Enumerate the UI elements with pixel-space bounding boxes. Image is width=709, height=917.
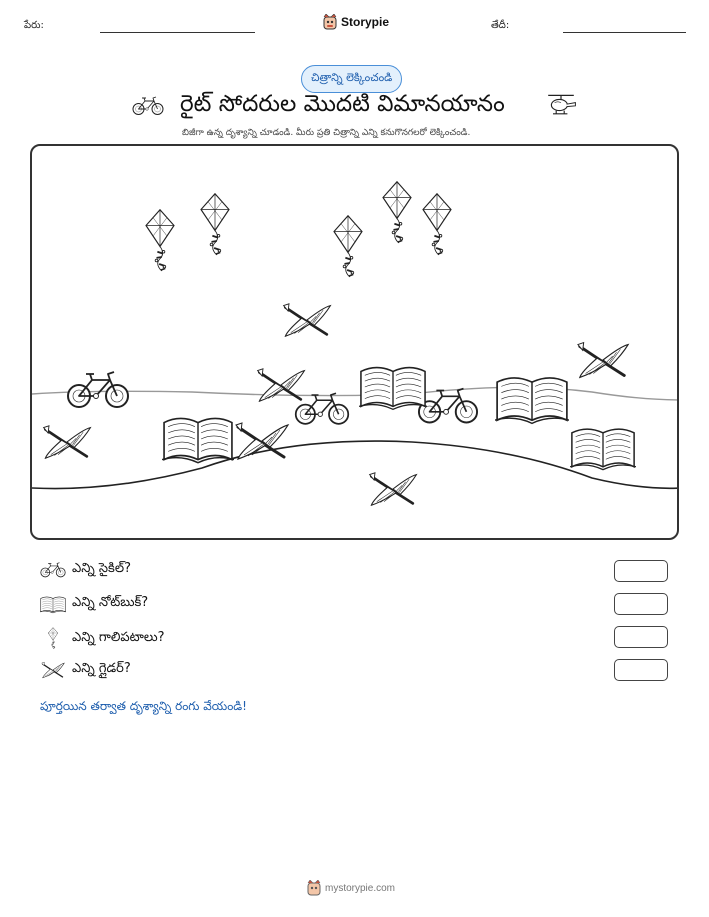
name-line[interactable] (100, 32, 255, 33)
page-title: రైట్ సోదరుల మొదటి విమానయానం (180, 91, 505, 117)
footer: mystorypie.com (307, 880, 395, 896)
helicopter-icon (547, 94, 577, 115)
bicycle (294, 392, 350, 425)
footer-url[interactable]: mystorypie.com (325, 882, 396, 894)
storypie-mascot-icon (307, 880, 321, 896)
kite (382, 180, 412, 244)
glider (282, 302, 332, 338)
bicycle-icon (40, 562, 66, 578)
question-row: ఎన్ని సైకిల్? (40, 561, 131, 579)
question-text: ఎన్ని గాలిపటాలు? (72, 630, 165, 645)
notebook (359, 366, 427, 411)
notebook (495, 377, 569, 425)
answer-box-bicycle[interactable] (614, 560, 668, 582)
kite (145, 208, 175, 272)
question-row: ఎన్ని నోట్‌బుక్? (40, 594, 148, 614)
question-text: ఎన్ని సైకిల్? (72, 561, 131, 576)
name-label: పేరు: (24, 20, 44, 31)
coloring-note: పూర్తయిన తర్వాత దృశ్యాన్ని రంగు వేయండి! (40, 699, 247, 713)
date-label: తేదీ: (491, 20, 510, 31)
kite (333, 214, 363, 278)
bicycle-icon (132, 96, 164, 115)
glider (234, 421, 290, 461)
answer-box-notebook[interactable] (614, 593, 668, 615)
activity-badge: చిత్రాన్ని లెక్కించండి (301, 65, 403, 93)
question-row: ఎన్ని గ్లైడర్? (40, 660, 131, 680)
brand-name: Storypie (341, 15, 390, 29)
glider (41, 424, 93, 460)
notebook (162, 417, 234, 464)
bicycle (66, 370, 130, 409)
answer-box-glider[interactable] (614, 659, 668, 681)
kite (422, 192, 452, 256)
instructions: బిజీగా ఉన్న దృశ్యాన్ని చూడండి. మీరు ప్రత… (182, 128, 471, 138)
question-row: ఎన్ని గాలిపటాలు? (40, 627, 165, 651)
question-text: ఎన్ని నోట్‌బుక్? (72, 595, 149, 610)
counting-scene (30, 144, 679, 540)
date-line[interactable] (563, 32, 686, 33)
answer-box-kite[interactable] (614, 626, 668, 648)
glider (256, 367, 306, 403)
glider (576, 340, 630, 380)
notebook-icon (40, 596, 66, 614)
brand-logo: Storypie (323, 14, 389, 30)
scene-illustration (32, 180, 677, 507)
glider-icon (40, 661, 66, 679)
glider (368, 471, 418, 507)
bicycle (417, 387, 479, 424)
notebook (570, 428, 636, 471)
question-text: ఎన్ని గ్లైడర్? (72, 661, 131, 676)
kite (200, 192, 230, 256)
storypie-mascot-icon (323, 14, 337, 30)
kite-icon (47, 627, 59, 650)
